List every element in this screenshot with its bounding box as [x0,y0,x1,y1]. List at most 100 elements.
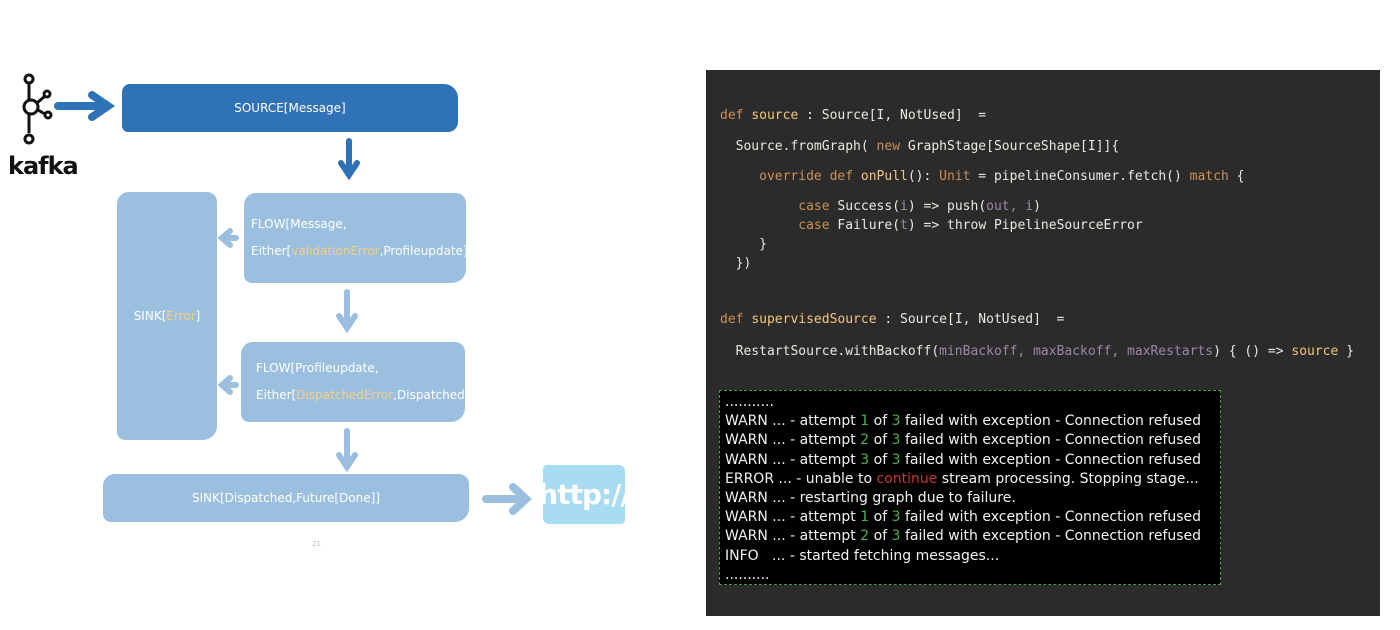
page-number: 21 [312,540,321,548]
log-token: failed with exception - Connection refus… [900,451,1202,468]
code-line: Source.fromGraph( new GraphStage[SourceS… [720,139,1120,154]
log-line: ERROR ... - unable to continue stream pr… [725,470,1220,489]
flow-validation-line2: Either[validationError,Profileupdate]] [251,244,473,258]
code-token: onPull [860,169,908,184]
source-node-label: SOURCE[Message] [234,101,346,115]
log-token: 3 [891,509,901,526]
code-token: def [720,108,752,123]
log-token: of [869,451,892,468]
log-token: WARN ... - attempt [725,451,861,468]
pipeline-diagram: kafka SOURCE[Message] SINK[Error] FLOW[M… [0,0,690,630]
code-token: ) => push( [907,199,987,214]
code-token: match [1189,169,1229,184]
log-token: .......... [725,566,770,583]
log-line: .......... [725,566,1220,585]
code-token: minBackoff, maxBackoff, maxRestarts [939,344,1214,359]
log-token: WARN ... - attempt [725,432,861,449]
code-line: case Failure(t) => throw PipelineSourceE… [720,218,1143,233]
log-token: failed with exception - Connection refus… [900,528,1202,545]
log-line: WARN ... - restarting graph due to failu… [725,489,1220,508]
code-panel: def source : Source[I, NotUsed] = Source… [706,70,1380,616]
log-line: WARN ... - attempt 1 of 3 failed with ex… [725,508,1220,527]
http-endpoint-node: http:// [538,465,631,524]
sink-dispatched-node: SINK[Dispatched,Future[Done]] [103,474,469,522]
sink-dispatched-label: SINK[Dispatched,Future[Done]] [191,491,381,505]
code-token: override def [759,169,861,184]
code-token: new [876,139,901,154]
log-token: 1 [860,413,870,430]
code-line: def supervisedSource : Source[I, NotUsed… [720,312,1064,327]
code-token: source [1291,344,1339,359]
arrow-flow2-to-sink-error [217,375,239,395]
log-token: ERROR ... - unable to [725,470,877,487]
log-token: INFO ... - started fetching messages... [725,547,1000,564]
code-token [720,218,798,233]
code-token: = pipelineConsumer.fetch() [970,169,1190,184]
flow-validation-node: FLOW[Message, Either[validationError,Pro… [244,193,472,283]
code-token: i [900,199,908,214]
log-line: WARN ... - attempt 3 of 3 failed with ex… [725,451,1220,470]
log-line: WARN ... - attempt 2 of 3 failed with ex… [725,431,1220,450]
log-token: ........... [725,394,774,410]
code-token: ) => throw PipelineSourceError [907,218,1143,233]
log-token: 3 [891,528,901,545]
code-token [720,169,759,184]
diagram-connectors [22,73,532,515]
code-token: Source.fromGraph( [720,139,877,154]
code-token: out, i [986,199,1034,214]
code-line: }) [720,256,752,271]
code-token: } [1338,344,1354,359]
code-token: t [900,218,908,233]
log-token: failed with exception - Connection refus… [900,432,1202,449]
log-line: INFO ... - started fetching messages... [725,547,1220,566]
code-token: : Source[I, NotUsed] = [798,108,987,123]
code-token: RestartSource.withBackoff( [720,344,940,359]
log-line: ........... [725,393,1220,412]
code-token: ) [1033,199,1041,214]
log-token: 3 [891,451,901,468]
log-token: WARN ... - restarting graph due to failu… [725,490,1016,507]
log-output: ........... WARN ... - attempt 1 of 3 fai… [719,390,1221,585]
http-label: http:// [538,478,630,511]
log-token: 2 [860,528,870,545]
code-token [720,199,798,214]
flow-validation-line1: FLOW[Message, [251,217,347,231]
log-token: WARN ... - attempt [725,509,861,526]
log-token: failed with exception - Connection refus… [900,509,1202,526]
code-token: ) { () => [1213,344,1292,359]
code-line: } [720,237,767,252]
source-node: SOURCE[Message] [122,84,458,132]
code-line: def source : Source[I, NotUsed] = [720,108,986,123]
code-token: Failure( [829,218,901,233]
log-token: 1 [860,509,870,526]
code-token: case [798,218,830,233]
arrow-kafka-to-source [54,91,116,121]
arrow-flow1-to-flow2 [336,289,358,334]
log-token: of [869,413,892,430]
log-token: continue [876,470,938,487]
flow-dispatch-line2: Either[DispatchedError,Dispatched]] [256,388,475,402]
kafka-logo-icon [22,73,53,145]
arrow-flow1-to-sink-error [217,228,239,248]
code-token: : Source[I, NotUsed] = [876,312,1065,327]
log-token: WARN ... - attempt [725,413,861,430]
flow-dispatch-node: FLOW[Profileupdate, Either[DispatchedErr… [241,342,474,422]
log-token: 2 [860,432,870,449]
log-token: of [869,528,892,545]
code-line: RestartSource.withBackoff(minBackoff, ma… [720,344,1354,359]
log-token: of [869,509,892,526]
code-token: supervisedSource [751,312,877,327]
log-token: WARN ... - attempt [725,528,861,545]
code-token: }) [720,256,752,271]
log-token: 3 [891,432,901,449]
code-token: Success( [829,199,901,214]
flow-dispatch-line1: FLOW[Profileupdate, [256,361,379,375]
log-token: of [869,432,892,449]
code-token: def [720,312,752,327]
log-token: failed with exception - Connection refus… [900,413,1202,430]
code-token: source [751,108,799,123]
arrow-source-to-flow1 [338,138,360,181]
code-token: GraphStage[SourceShape[I]]{ [900,139,1120,154]
code-token: (): [907,169,940,184]
code-token: case [798,199,830,214]
